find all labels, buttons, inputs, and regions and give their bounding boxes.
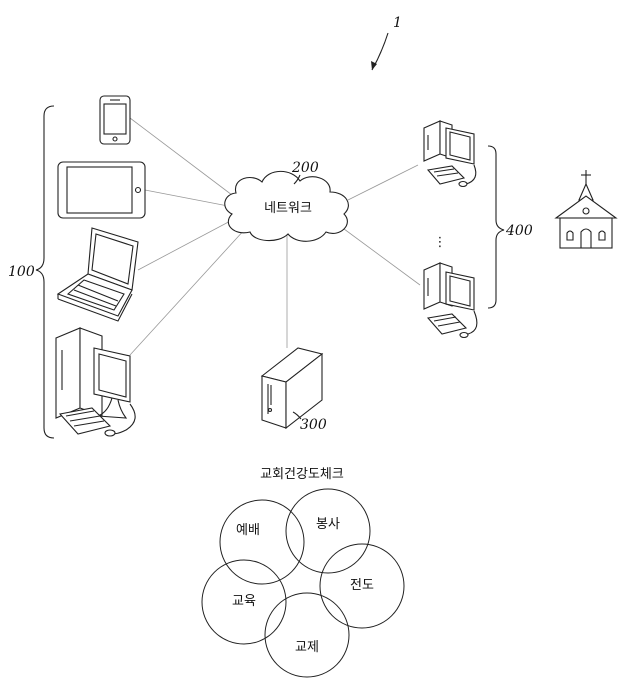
venn-label-service: 봉사 xyxy=(316,517,340,532)
laptop-icon xyxy=(58,228,138,321)
server-icon xyxy=(262,348,322,428)
venn-label-worship: 예배 xyxy=(236,523,260,538)
tablet-icon xyxy=(58,162,145,218)
church-terminals-ref: 400 xyxy=(505,223,533,239)
church-icon xyxy=(556,170,616,248)
network-ref: 200 xyxy=(291,160,319,176)
health-check-title: 교회건강도체크 xyxy=(260,467,344,482)
venn-label-evangelism: 전도 xyxy=(350,578,374,593)
church-terminal-pc-top-icon xyxy=(424,121,476,187)
server-ref: 300 xyxy=(300,417,327,433)
venn-circle-fellowship xyxy=(265,593,349,677)
church-terminals-ellipsis: ⋮ xyxy=(434,235,447,250)
desktop-pc-icon xyxy=(56,328,135,436)
venn-label-education: 교육 xyxy=(232,594,256,609)
network-label: 네트워크 xyxy=(264,201,312,216)
health-check-venn: 예배 봉사 전도 교육 교제 xyxy=(202,489,404,677)
church-terminal-pc-bottom-icon xyxy=(424,263,477,338)
network-cloud: 네트워크 xyxy=(225,171,349,241)
smartphone-icon xyxy=(100,96,130,144)
figure-ref-label: 1 xyxy=(393,15,402,31)
user-terminals-brace xyxy=(36,106,54,438)
venn-label-fellowship: 교제 xyxy=(295,640,319,655)
venn-circle-worship xyxy=(220,500,304,584)
church-terminals-brace xyxy=(488,146,504,308)
user-terminals-ref: 100 xyxy=(8,264,35,280)
